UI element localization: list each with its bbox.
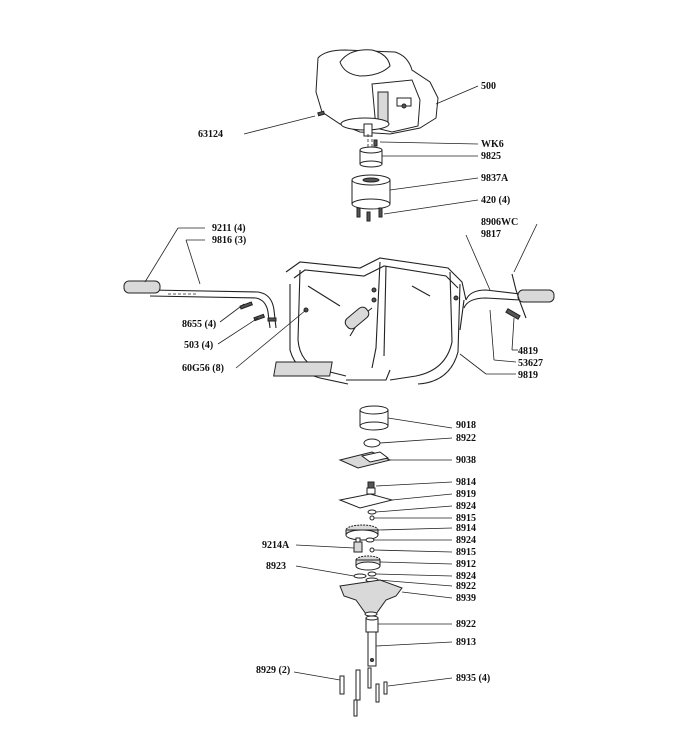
adapter-9837A: [351, 174, 391, 210]
label-8924b: 8924: [456, 535, 476, 546]
label-8913: 8913: [456, 637, 476, 648]
frame-9819: [273, 257, 467, 385]
bolts-8935: [353, 667, 388, 717]
label-WK6: WK6: [481, 139, 504, 150]
label-9816: 9816 (3): [212, 235, 246, 246]
label-8935: 8935 (4): [456, 673, 490, 684]
label-8922c: 8922: [456, 619, 476, 630]
bearing-8922-lower: [365, 615, 379, 633]
plate-9038: [338, 451, 392, 469]
handle-left-9816: [123, 280, 277, 329]
label-9837A: 9837A: [481, 173, 509, 184]
label-420: 420 (4): [481, 195, 510, 206]
label-8915a: 8915: [456, 513, 476, 524]
gear-8912: [355, 555, 381, 571]
label-8929: 8929 (2): [256, 665, 290, 676]
shaft-9214A: [353, 537, 363, 553]
label-4819: 4819: [518, 346, 538, 357]
label-8924a: 8924: [456, 501, 476, 512]
cap-9018: [359, 405, 389, 431]
handle-right-9817: [459, 273, 555, 331]
gasket-8919: [338, 493, 394, 509]
seal-8923: [353, 573, 367, 579]
label-9211: 9211 (4): [212, 223, 246, 234]
label-8906WC: 8906WC: [481, 217, 518, 228]
output-shaft-8913: [367, 631, 377, 667]
coupling-9825: [359, 146, 383, 168]
label-500: 500: [481, 81, 496, 92]
bolts-420: [356, 207, 383, 222]
label-8939: 8939: [456, 593, 476, 604]
label-9817: 9817: [481, 229, 501, 240]
label-9018: 9018: [456, 420, 476, 431]
label-9214A: 9214A: [262, 540, 290, 551]
label-9038: 9038: [456, 455, 476, 466]
label-9819: 9819: [518, 370, 538, 381]
label-63124: 63124: [198, 129, 223, 140]
label-53627: 53627: [518, 358, 543, 369]
label-8912: 8912: [456, 559, 476, 570]
label-60G56: 60G56 (8): [182, 363, 224, 374]
label-8924c: 8924: [456, 571, 476, 582]
label-8922a: 8922: [456, 433, 476, 444]
label-8915b: 8915: [456, 547, 476, 558]
label-8923: 8923: [266, 561, 286, 572]
label-9825: 9825: [481, 151, 501, 162]
breather-9814: [366, 481, 376, 495]
label-8919: 8919: [456, 489, 476, 500]
label-8922b: 8922: [456, 581, 476, 592]
label-8655: 8655 (4): [182, 319, 216, 330]
label-8914: 8914: [456, 523, 476, 534]
bearing-8922: [363, 438, 381, 448]
label-503: 503 (4): [184, 340, 213, 351]
label-9814: 9814: [456, 477, 476, 488]
gear-8914: [345, 524, 379, 541]
engine-500: [315, 49, 439, 137]
pins-8929: [339, 669, 361, 701]
housing-8939: [339, 579, 403, 617]
